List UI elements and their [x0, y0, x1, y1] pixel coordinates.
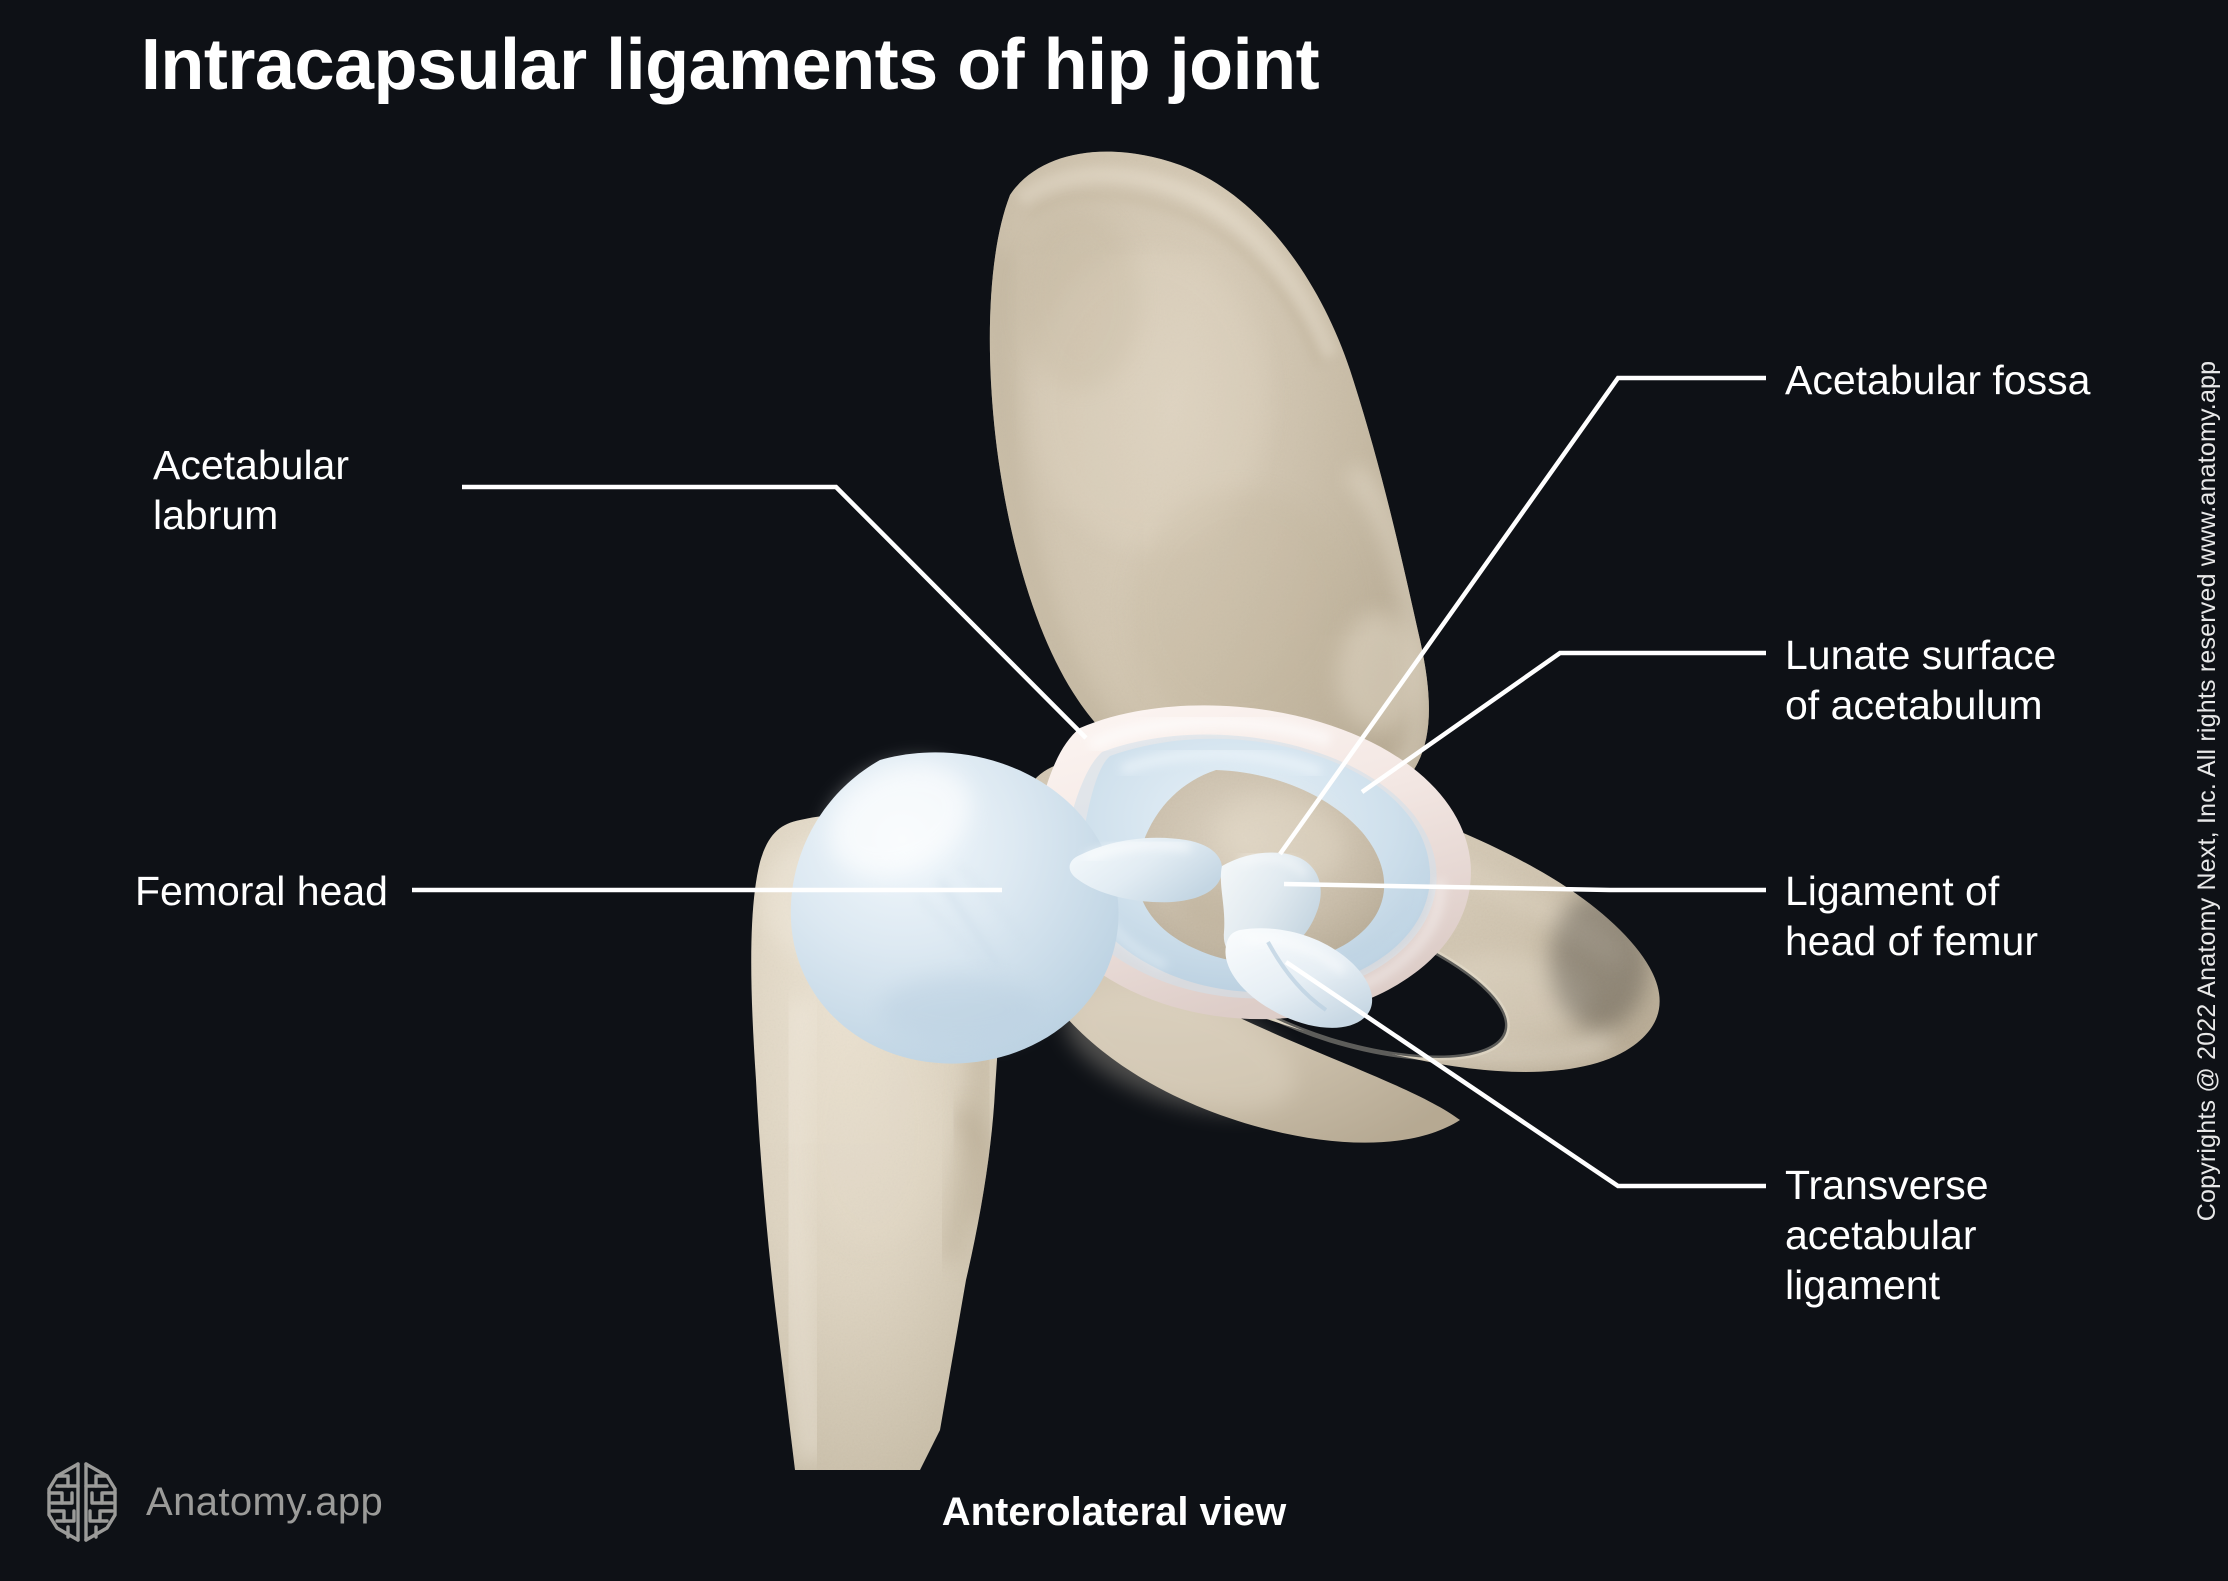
label-acetabular-fossa[interactable]: Acetabular fossa — [1785, 357, 2091, 403]
page-title: Intracapsular ligaments of hip joint — [140, 25, 1320, 105]
femoral-head — [790, 752, 1119, 1064]
label-acetabular-labrum[interactable]: Acetabular labrum — [153, 442, 350, 539]
label-lunate-surface-of-acetabulum[interactable]: Lunate surface of acetabulum — [1785, 632, 2057, 729]
label-femoral-head[interactable]: Femoral head — [135, 868, 388, 914]
brain-icon — [47, 1462, 117, 1542]
label-transverse-acetabular-ligament[interactable]: Transverse acetabular ligament — [1785, 1162, 1989, 1309]
copyright-notice: Copyrights @ 2022 Anatomy Next, Inc. All… — [2193, 360, 2221, 1221]
view-caption: Anterolateral view — [941, 1490, 1287, 1534]
brand-logo[interactable]: Anatomy.app — [44, 1459, 383, 1545]
label-ligament-of-head-of-femur[interactable]: Ligament of head of femur — [1785, 868, 2038, 965]
brand-name: Anatomy.app — [146, 1479, 384, 1524]
leader-acetabular-labrum — [462, 484, 1088, 740]
